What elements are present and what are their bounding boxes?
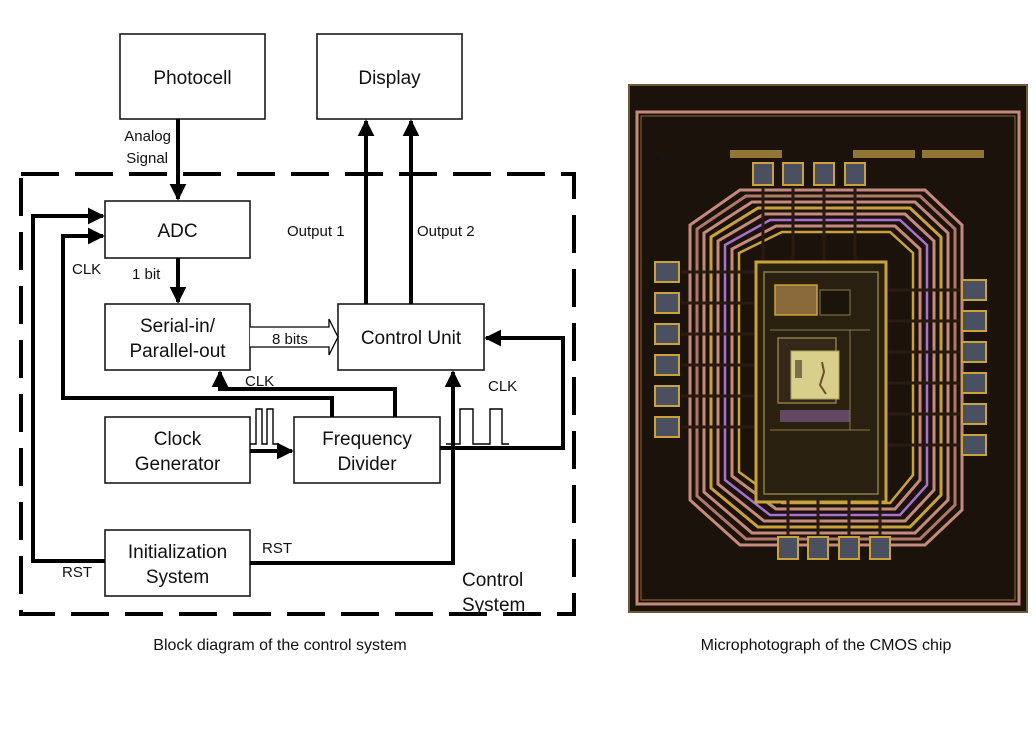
eight-bits-label: 8 bits <box>272 331 308 348</box>
rst-right-label: RST <box>262 540 292 557</box>
rst-to-control-unit-wire <box>250 370 462 565</box>
clk-to-adc-wire <box>61 227 334 417</box>
slow-clock-waveform <box>446 408 509 445</box>
analog-signal-label-line1: Analog <box>124 128 171 145</box>
sipo-label-line2: Parallel-out <box>129 341 226 362</box>
clk-adc-label: CLK <box>72 261 101 278</box>
initialization-system-block: Initialization System <box>104 529 251 597</box>
display-label: Display <box>358 68 421 89</box>
frequency-divider-label-line1: Frequency <box>322 429 412 450</box>
control-system-boundary <box>19 172 576 616</box>
output2-label: Output 2 <box>417 223 475 240</box>
output1-label: Output 1 <box>287 223 345 240</box>
fast-clock-waveform <box>250 408 279 445</box>
clk-sipo-label: CLK <box>245 373 274 390</box>
initialization-label-line1: Initialization <box>128 542 227 563</box>
clock-generator-label-line2: Generator <box>135 454 221 475</box>
clk-control-unit-label: CLK <box>488 378 517 395</box>
control-unit-block: Control Unit <box>337 303 485 371</box>
clock-generator-label-line1: Clock <box>154 429 202 450</box>
photocell-block: Photocell <box>119 33 266 120</box>
adc-label: ADC <box>157 221 197 242</box>
clk-to-sipo-wire <box>211 370 397 417</box>
one-bit-label: 1 bit <box>132 266 161 283</box>
sipo-label-line1: Serial-in/ <box>140 316 216 337</box>
cmos-chip-photo: + <box>628 84 1028 654</box>
chip-photo-caption: Microphotograph of the CMOS chip <box>701 637 952 654</box>
frequency-divider-block: Frequency Divider <box>293 416 441 484</box>
sipo-block: Serial-in/ Parallel-out <box>104 303 251 371</box>
control-unit-label: Control Unit <box>361 328 462 349</box>
clk-to-control-unit-wire <box>440 329 565 450</box>
eight-bits-bus-arrow <box>250 318 339 356</box>
block-diagram-caption: Block diagram of the control system <box>153 637 406 654</box>
block-diagram: Control System Photocell Display ADC Ser… <box>19 33 576 654</box>
rst-left-label: RST <box>62 564 92 581</box>
boundary-label-line2: System <box>462 595 525 616</box>
frequency-divider-label-line2: Divider <box>337 454 397 475</box>
clock-generator-block: Clock Generator <box>104 416 251 484</box>
initialization-label-line2: System <box>146 567 209 588</box>
photocell-label: Photocell <box>153 68 231 89</box>
display-block: Display <box>316 33 463 120</box>
adc-block: ADC <box>104 200 251 259</box>
alignment-mark-icon: + <box>654 150 662 166</box>
analog-signal-label-line2: Signal <box>126 150 168 167</box>
rst-to-adc-wire <box>31 207 105 563</box>
boundary-label-line1: Control <box>462 570 523 591</box>
